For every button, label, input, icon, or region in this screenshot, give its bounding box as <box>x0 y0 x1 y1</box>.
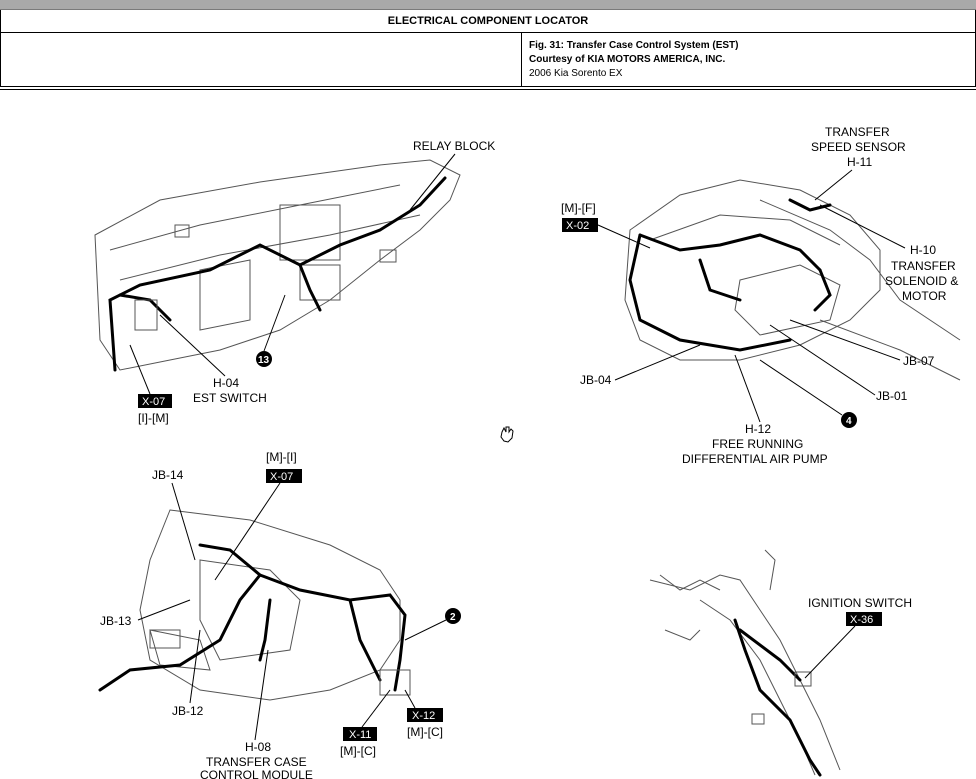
vehicle-name: 2006 Kia Sorento EX <box>529 68 623 79</box>
header-separator <box>0 89 976 90</box>
component-locator-diagram: RELAY BLOCK 13 H-04 EST SWITCH X-07 [I]-… <box>94 125 961 779</box>
x02-tag: X-02 <box>562 218 598 232</box>
air-pump-code: H-12 <box>745 422 771 436</box>
svg-text:4: 4 <box>846 416 852 427</box>
svg-text:X-07: X-07 <box>142 396 165 408</box>
svg-text:X-12: X-12 <box>412 710 435 722</box>
svg-text:X-11: X-11 <box>349 729 371 741</box>
ignition-switch-label: IGNITION SWITCH <box>808 596 912 610</box>
tccm-code: H-08 <box>245 740 271 754</box>
figure-courtesy: Courtesy of KIA MOTORS AMERICA, INC. <box>529 54 726 65</box>
tccm-line2: CONTROL MODULE <box>200 768 313 779</box>
svg-text:X-07: X-07 <box>270 471 293 483</box>
speed-sensor-code: H-11 <box>847 155 872 169</box>
x11-location: [M]-[C] <box>340 744 376 758</box>
tccm-line1: TRANSFER CASE <box>206 755 307 769</box>
page-title: ELECTRICAL COMPONENT LOCATOR <box>0 10 976 33</box>
figure-caption: Fig. 31: Transfer Case Control System (E… <box>529 39 739 81</box>
callout-4: 4 <box>841 412 857 428</box>
solenoid-line2: SOLENOID & <box>885 274 958 288</box>
x07b-location: [M]-[I] <box>266 450 297 464</box>
engine-panel <box>624 179 961 381</box>
figure-info-panel: Fig. 31: Transfer Case Control System (E… <box>0 33 976 87</box>
speed-sensor-line1: TRANSFER <box>825 125 890 139</box>
svg-text:2: 2 <box>450 612 456 623</box>
steering-column-panel <box>649 549 841 777</box>
callout-13: 13 <box>256 351 272 367</box>
hand-cursor-icon <box>500 426 514 443</box>
solenoid-line1: TRANSFER <box>891 259 956 273</box>
top-bar <box>0 0 976 10</box>
x11-tag: X-11 <box>343 727 377 741</box>
x12-tag: X-12 <box>407 708 443 722</box>
svg-text:13: 13 <box>258 355 270 366</box>
solenoid-line3: MOTOR <box>902 289 947 303</box>
x07-tag: X-07 <box>138 394 172 408</box>
x02-location: [M]-[F] <box>561 201 596 215</box>
jb07-label: JB-07 <box>903 354 935 368</box>
air-pump-line1: FREE RUNNING <box>712 437 803 451</box>
jb13-label: JB-13 <box>100 614 132 628</box>
under-dash-panel <box>98 509 411 701</box>
solenoid-code: H-10 <box>910 243 936 257</box>
figure-title: Fig. 31: Transfer Case Control System (E… <box>529 40 739 51</box>
x07-location: [I]-[M] <box>138 411 169 425</box>
svg-text:X-36: X-36 <box>850 614 873 626</box>
callout-2: 2 <box>445 608 461 624</box>
svg-text:X-02: X-02 <box>566 220 589 232</box>
x36-tag: X-36 <box>846 612 882 626</box>
h04-name: EST SWITCH <box>193 391 267 405</box>
info-divider <box>521 33 522 86</box>
air-pump-line2: DIFFERENTIAL AIR PUMP <box>682 452 828 466</box>
x12-location: [M]-[C] <box>407 725 443 739</box>
relay-block-label: RELAY BLOCK <box>413 139 495 153</box>
x07b-tag: X-07 <box>266 469 302 483</box>
h04-code: H-04 <box>213 376 239 390</box>
speed-sensor-line2: SPEED SENSOR <box>811 140 906 154</box>
jb12-label: JB-12 <box>172 704 204 718</box>
jb14-label: JB-14 <box>152 468 184 482</box>
jb01-label: JB-01 <box>876 389 908 403</box>
dashboard-panel <box>94 159 461 372</box>
jb04-label: JB-04 <box>580 373 612 387</box>
